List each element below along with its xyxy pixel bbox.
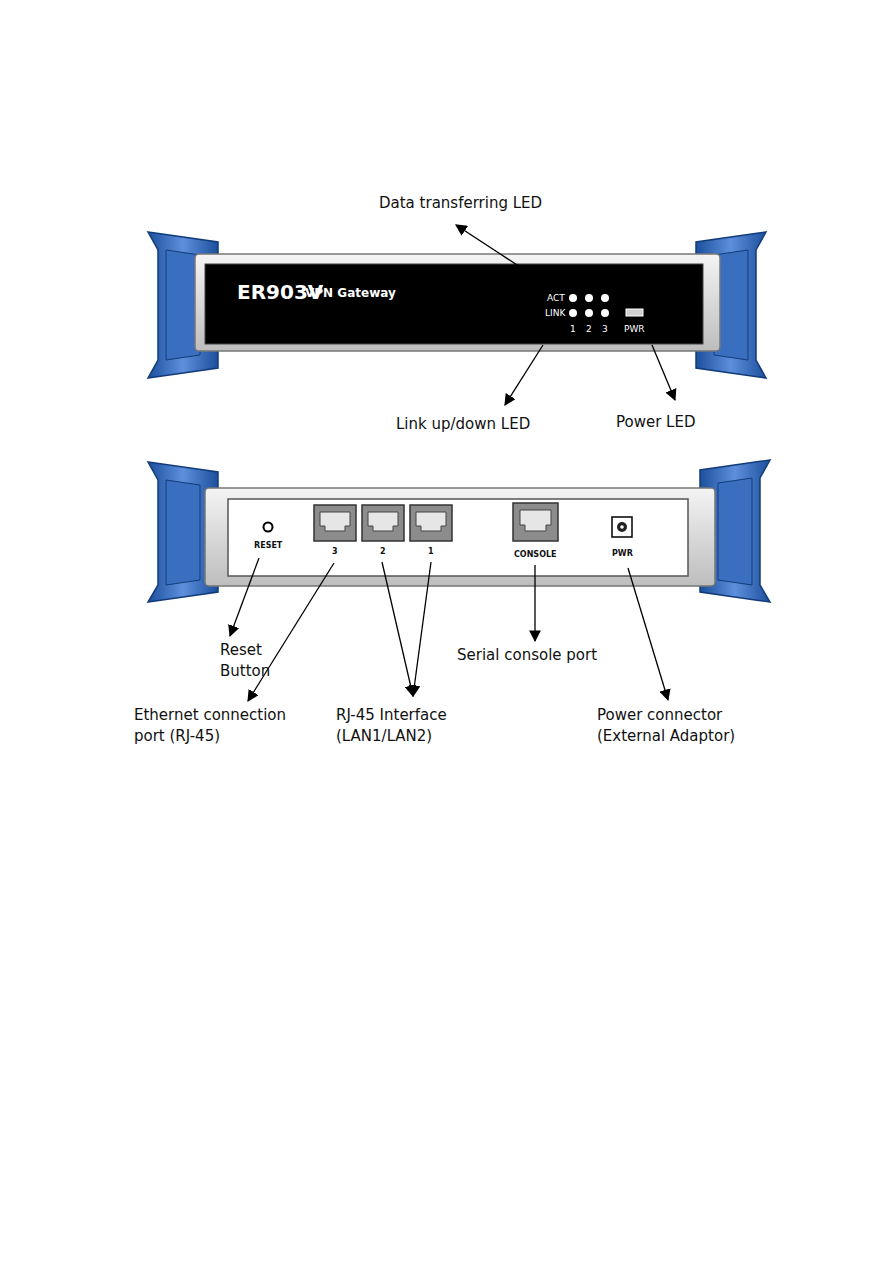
- callout-label: Ethernet connection port (RJ-45): [134, 705, 312, 747]
- led-label: PWR: [624, 324, 645, 334]
- callout-label: Power connector (External Adaptor): [597, 705, 769, 747]
- front-panel: [148, 232, 766, 378]
- port-number: 1: [428, 547, 434, 557]
- port-number: 2: [586, 324, 592, 334]
- callout-label: Reset Button: [220, 640, 295, 682]
- port-number: 2: [380, 547, 386, 557]
- callout-label: Data transferring LED: [379, 193, 542, 214]
- port-number: 3: [332, 547, 338, 557]
- led-label: LINK: [545, 308, 565, 318]
- port-label: PWR: [612, 549, 633, 559]
- leader-lines: [230, 225, 675, 701]
- callout-label: Power LED: [616, 412, 696, 433]
- back-panel: [148, 460, 770, 602]
- callout-label: RJ-45 Interface (LAN1/LAN2): [336, 705, 498, 747]
- port-number: 1: [570, 324, 576, 334]
- callout-label: Link up/down LED: [396, 414, 530, 435]
- callout-label: Serial console port: [457, 645, 597, 666]
- led-label: ACT: [547, 293, 565, 303]
- button-label: RESET: [254, 541, 282, 551]
- product-name: VPN Gateway: [305, 286, 396, 300]
- port-label: CONSOLE: [514, 550, 557, 560]
- port-number: 3: [602, 324, 608, 334]
